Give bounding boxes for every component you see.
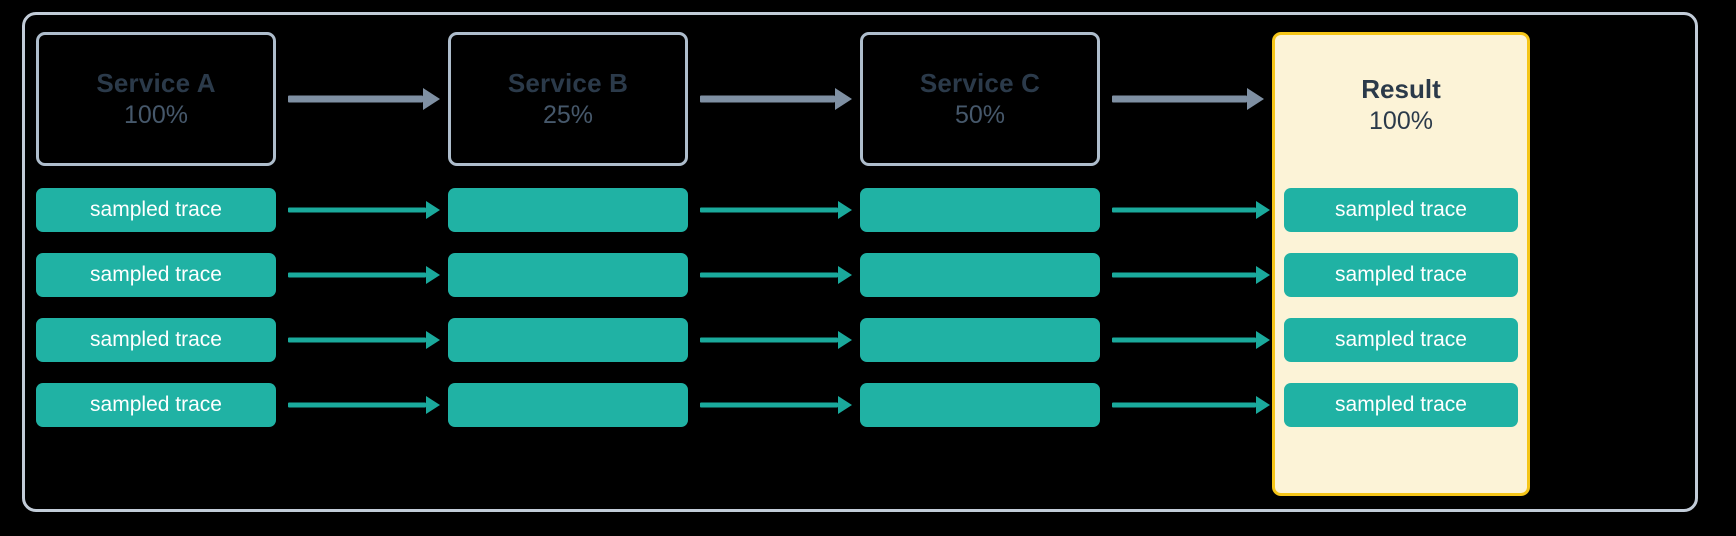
trace-bar[interactable]	[860, 188, 1100, 232]
service-box-service-b[interactable]: Service B 25%	[448, 32, 688, 166]
trace-bar[interactable]	[860, 383, 1100, 427]
service-percent: 50%	[954, 100, 1006, 129]
trace-bar[interactable]	[448, 383, 688, 427]
result-percent: 100%	[1369, 106, 1433, 135]
diagram-outer-frame	[22, 12, 1698, 512]
service-percent: 100%	[124, 100, 188, 129]
trace-bar[interactable]: sampled trace	[36, 188, 276, 232]
service-title: Service A	[96, 67, 216, 98]
trace-bar[interactable]: sampled trace	[36, 383, 276, 427]
service-percent: 25%	[542, 100, 594, 129]
trace-bar[interactable]	[860, 253, 1100, 297]
trace-bar[interactable]	[448, 318, 688, 362]
result-header: Result 100%	[1275, 35, 1527, 175]
trace-bar[interactable]: sampled trace	[1284, 383, 1518, 427]
service-box-service-a[interactable]: Service A 100%	[36, 32, 276, 166]
result-title: Result	[1361, 73, 1441, 104]
trace-bar[interactable]	[448, 253, 688, 297]
trace-bar[interactable]: sampled trace	[1284, 318, 1518, 362]
trace-bar[interactable]	[448, 188, 688, 232]
trace-bar[interactable]: sampled trace	[1284, 188, 1518, 232]
service-box-service-c[interactable]: Service C 50%	[860, 32, 1100, 166]
trace-bar[interactable]: sampled trace	[1284, 253, 1518, 297]
trace-bar[interactable]: sampled trace	[36, 253, 276, 297]
service-title: Service B	[507, 67, 629, 98]
trace-bar[interactable]: sampled trace	[36, 318, 276, 362]
trace-bar[interactable]	[860, 318, 1100, 362]
service-title: Service C	[919, 67, 1041, 98]
